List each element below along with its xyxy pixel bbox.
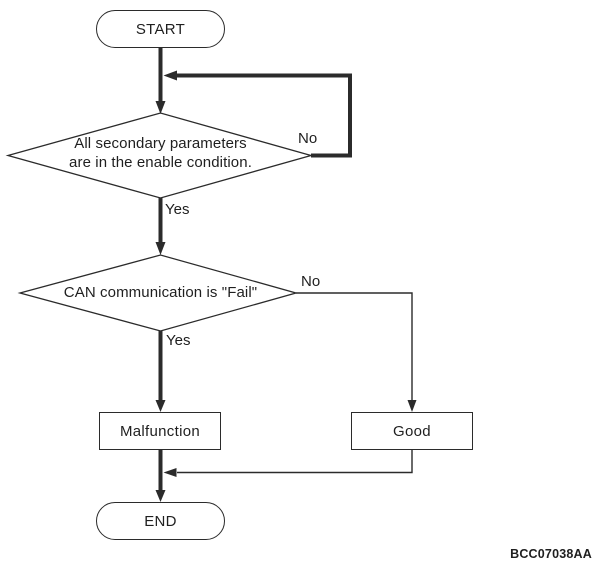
- malfunction-node: Malfunction: [99, 412, 221, 450]
- branch-label-yes-decision2: Yes: [166, 332, 191, 349]
- arrowhead-merge-left: [163, 468, 177, 477]
- arrowhead-into-good: [407, 400, 417, 412]
- arrowhead-into-decision1: [155, 101, 166, 114]
- branch-label-no-decision1: No: [298, 130, 318, 147]
- good-label: Good: [393, 422, 431, 440]
- arrowhead-into-malfunction: [155, 400, 166, 412]
- arrowhead-into-end: [155, 490, 166, 502]
- edge-decision2-no-to-good: [296, 292, 413, 401]
- figure-code: BCC07038AA: [510, 547, 592, 561]
- end-node: END: [96, 502, 225, 540]
- decision-secondary-parameters-shape: [5, 112, 314, 199]
- decision-can-communication-shape: [17, 254, 299, 332]
- good-node: Good: [351, 412, 473, 450]
- decision-secondary-parameters-line1: All secondary parameters: [74, 135, 247, 152]
- end-label: END: [144, 512, 177, 530]
- decision-secondary-parameters-label: All secondary parameters are in the enab…: [28, 134, 293, 172]
- branch-label-yes-decision1: Yes: [165, 201, 190, 218]
- start-node: START: [96, 10, 225, 48]
- start-label: START: [135, 20, 186, 38]
- branch-label-no-decision2: No: [301, 273, 321, 290]
- malfunction-label: Malfunction: [119, 422, 200, 440]
- decision-can-communication-label: CAN communication is "Fail": [63, 284, 258, 301]
- edge-decision1-no-loop: [177, 73, 352, 158]
- arrowhead-into-decision2: [155, 242, 166, 255]
- edge-good-to-merge: [177, 450, 413, 474]
- arrowhead-no-loop: [163, 70, 177, 81]
- decision-secondary-parameters-line2: are in the enable condition.: [69, 154, 252, 171]
